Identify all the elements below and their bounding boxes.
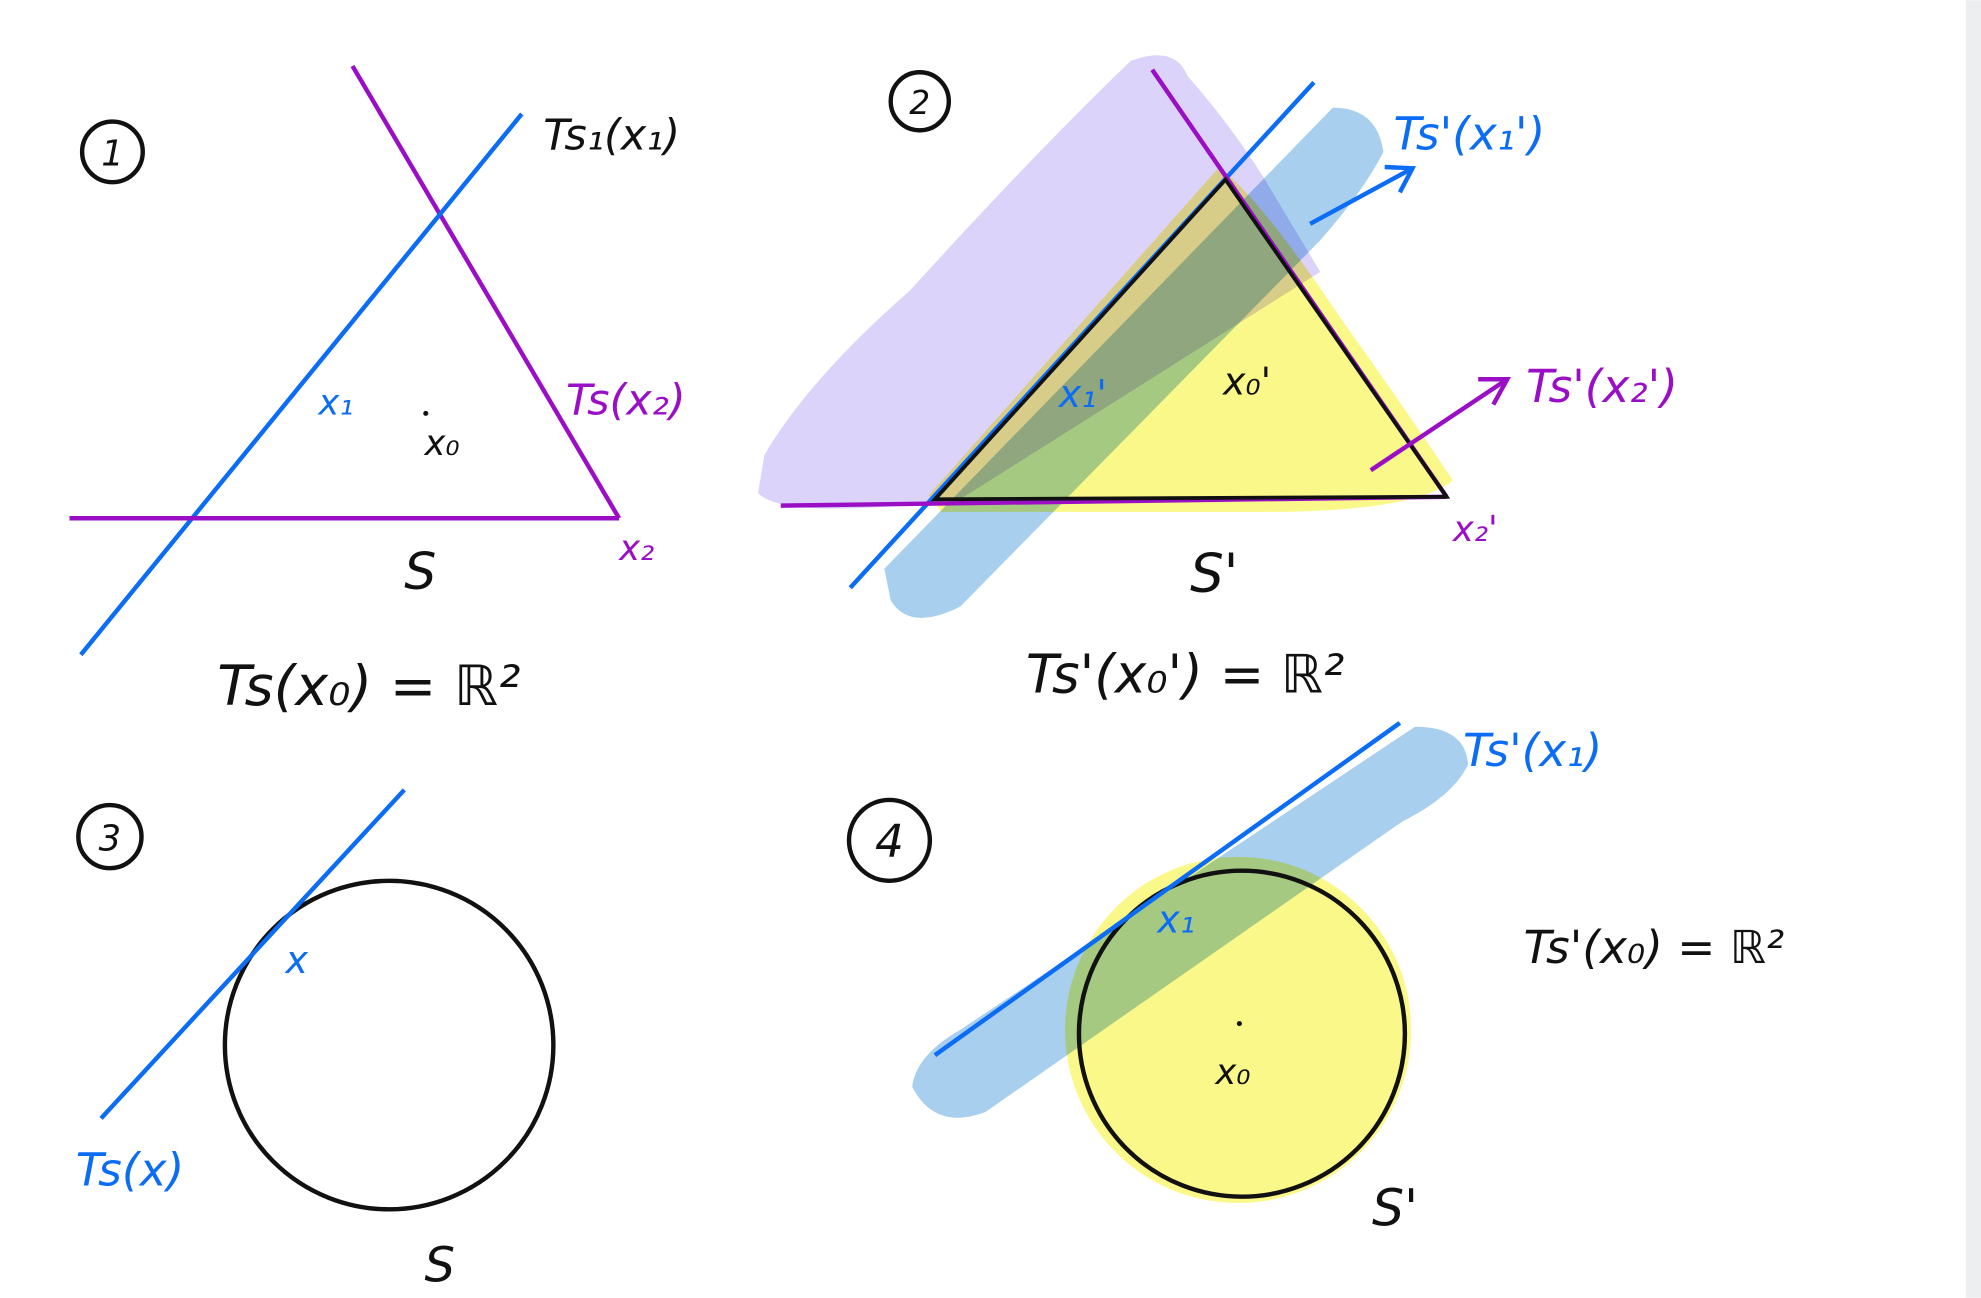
label-set: S' xyxy=(1190,543,1238,605)
label-tangent-x2: Ts'(x₂') xyxy=(1526,360,1678,413)
equation: Ts'(x₀') = ℝ² xyxy=(1026,644,1344,706)
panel-number-circle xyxy=(76,802,144,871)
tangent-line xyxy=(933,721,1402,1057)
equation: Ts(x₀) = ℝ² xyxy=(217,654,520,719)
point-x0 xyxy=(1236,1021,1242,1027)
label-tangent-x2: Ts(x₂) xyxy=(566,376,686,426)
label-set: S' xyxy=(1372,1179,1418,1238)
label-set: S xyxy=(404,542,436,601)
label-tangent-x1: Ts'(x₁') xyxy=(1394,107,1546,160)
set-wash-yellow xyxy=(928,167,1453,512)
label-x2: x₂' xyxy=(1452,509,1498,550)
arrow-blue-head xyxy=(1384,164,1417,194)
halfplane-wash-purple xyxy=(758,55,1321,509)
panel-number-circle xyxy=(79,119,145,185)
panel-2: 2 Ts'(x₁') Ts'(x₂') x₁' x₀' x₂' S' Ts'(x… xyxy=(758,55,1678,706)
point-x0 xyxy=(423,410,429,416)
tangent-line-x2 xyxy=(350,64,621,520)
halfplane-wash-blue xyxy=(912,726,1469,1118)
panel-number: 2 xyxy=(909,84,930,122)
set-circle xyxy=(1076,868,1408,1199)
equation: Ts'(x₀) = ℝ² xyxy=(1524,921,1784,974)
tangent-line-x1 xyxy=(79,112,524,657)
label-x1: x₁' xyxy=(1058,372,1107,416)
panel-number-circle xyxy=(888,70,952,133)
label-tangent-x1: Ts'(x₁) xyxy=(1463,724,1602,777)
label-tangent: Ts(x) xyxy=(76,1143,184,1196)
set-triangle xyxy=(930,176,1451,502)
tangent-line xyxy=(99,788,406,1120)
panel-1: 1 Ts₁(x₁) x₁ x₀ Ts(x₂) x₂ S Ts(x₀) = ℝ² xyxy=(69,64,686,719)
panel-number: 1 xyxy=(101,134,124,175)
label-x1: x₁ xyxy=(317,383,353,424)
label-x: x xyxy=(285,938,309,982)
arrow-blue xyxy=(1309,166,1414,226)
panel-4: 4 Ts'(x₁) x₁ x₀ Ts'(x₀) = ℝ² S' xyxy=(846,721,1784,1238)
arrow-purple xyxy=(1369,377,1509,473)
label-x0: x₀ xyxy=(1214,1052,1250,1093)
panel-3: 3 x Ts(x) S xyxy=(76,788,556,1293)
right-edge-border xyxy=(1965,0,1981,1298)
label-x0: x₀ xyxy=(423,423,459,464)
set-circle xyxy=(222,878,556,1212)
label-x0: x₀' xyxy=(1222,359,1271,403)
arrow-purple-head xyxy=(1478,377,1511,406)
label-x1: x₁ xyxy=(1156,898,1195,942)
panel-number: 3 xyxy=(99,819,122,860)
label-tangent-x1: Ts₁(x₁) xyxy=(543,110,680,160)
label-x2: x₂ xyxy=(618,528,654,569)
panel-number-circle xyxy=(846,797,933,884)
label-set: S xyxy=(425,1237,455,1293)
panel-number: 4 xyxy=(875,815,904,868)
